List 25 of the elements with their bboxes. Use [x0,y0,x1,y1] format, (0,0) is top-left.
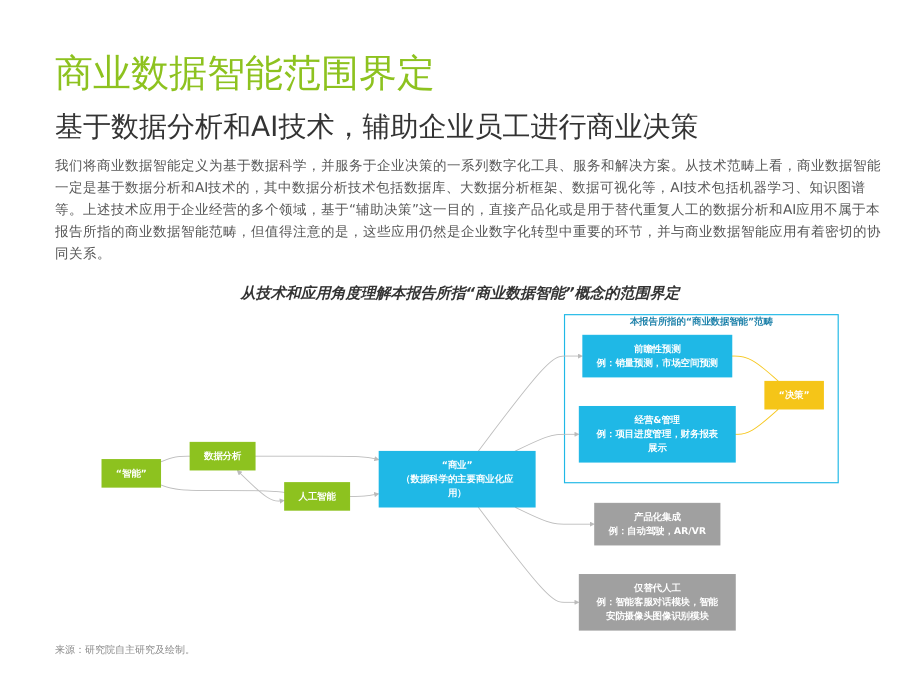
arrow [236,470,285,504]
arrow [349,492,380,498]
body-paragraph: 我们将商业数据智能定义为基于数据科学，并服务于企业决策的一系列数字化工具、服务和解决方案。从技术范畴上看，商业数据智能一定是基于数据分析和AI技术的，其中数据分析技术包括数据库、大数据分析框架、数据可视化等，AI技术包括机器学习、知识图谱等。上述技术应用于企业经营的多个领域，基于“辅助决策”这一目的，直接产品化或是用于替代重复人工的数据分析和AI应用不属于本报告所指的商业数据智能范畴，但值得注意的是，这些应用仍然是企业数字化转型中重要的环节，并与商业数据智能应用有着密切的协同关系。 [55,157,882,264]
arrow [478,354,583,452]
arrow [514,506,595,527]
node-box: “决策” [764,380,824,410]
node-box: 仅替代人工 例：智能客服对话模块，智能安防摄像头图像识别模块 [578,574,736,631]
node-box: “商业” （数据科学的主要商业化应用） [378,450,536,508]
node-box: 数据分析 [190,442,256,470]
connector [160,484,285,493]
connector [160,456,190,462]
node-box: 人工智能 [284,482,350,511]
connector [732,356,779,382]
arrow [478,506,580,605]
node-box: 经营&管理 例：项目进度管理，财务报表展示 [578,406,736,463]
node-box: 前瞻性预测 例：销量预测，市场空间预测 [582,334,732,378]
node-box: 产品化集成 例：自动驾驶，AR/VR [594,502,720,546]
subtitle: 基于数据分析和AI技术，辅助企业员工进行商业决策 [55,109,698,145]
connector [735,408,779,435]
page-title: 商业数据智能范围界定 [55,50,435,97]
arrow [514,432,580,452]
node-box: “智能” [102,459,162,488]
source-note: 来源：研究院自主研究及绘制。 [55,644,195,657]
diagram-heading: 从技术和应用角度理解本报告所指“商业数据智能”概念的范围界定 [239,284,682,303]
arrow [254,456,380,462]
